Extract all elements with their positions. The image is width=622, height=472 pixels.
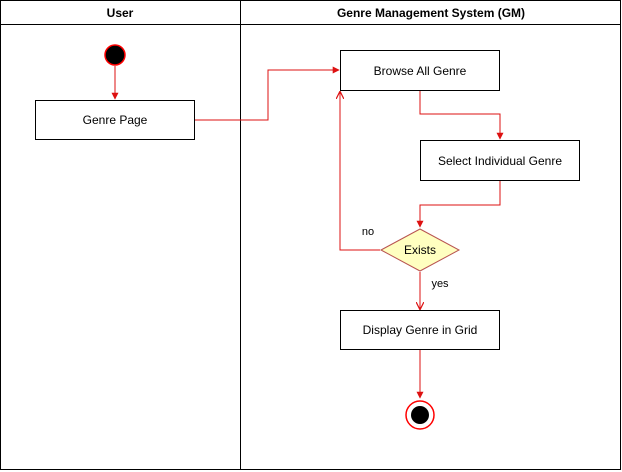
action-display-genre-in-grid-label: Display Genre in Grid [363,323,478,337]
action-select-individual-genre-label: Select Individual Genre [438,154,562,168]
action-genre-page: Genre Page [35,100,195,140]
edges [111,66,504,399]
edge-browse-to-select [419,91,504,140]
edge-label-no: no [362,226,374,238]
decision-exists: Exists [379,228,461,272]
action-browse-all-genre-label: Browse All Genre [374,64,467,78]
edge-label-yes: yes [431,278,449,290]
action-display-genre-in-grid: Display Genre in Grid [340,310,500,350]
lane-title-user: User [107,6,134,20]
edge-select-to-exists [416,181,501,228]
start-node [104,44,126,66]
action-browse-all-genre: Browse All Genre [340,50,500,91]
edge-exists-no-to-browse [340,92,380,251]
end-node [405,400,435,430]
action-genre-page-label: Genre Page [83,113,148,127]
lane-title-system: Genre Management System (GM) [337,6,525,20]
edge-genre-page-to-browse [195,66,340,121]
decision-exists-label: Exists [404,243,436,257]
action-select-individual-genre: Select Individual Genre [420,140,580,181]
